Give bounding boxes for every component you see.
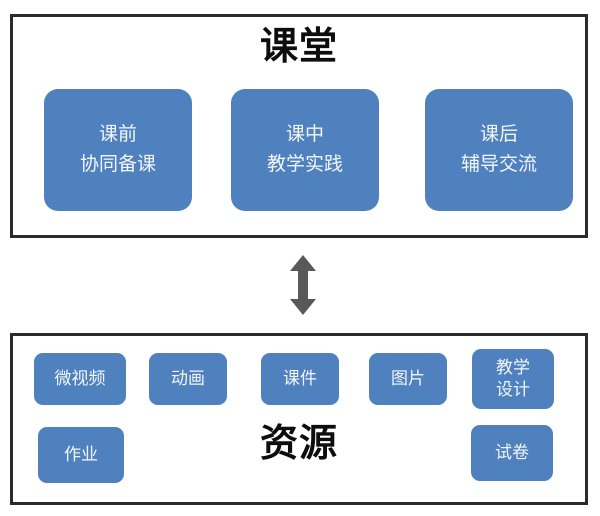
box-courseware[interactable]: 课件 [261,353,339,405]
panel-classroom-title: 课堂 [259,26,338,68]
box-lesson-design[interactable]: 教学 设计 [472,349,554,409]
box-in-class-line-2: 教学实践 [266,154,343,175]
box-in-class[interactable]: 课中 教学实践 [231,89,379,211]
box-pre-class-line-2: 协同备课 [79,154,156,175]
box-courseware-label: 课件 [283,369,317,388]
box-in-class-line-1: 课中 [285,124,324,145]
box-homework[interactable]: 作业 [38,427,124,483]
box-after-class-line-1: 课后 [479,124,518,145]
box-picture[interactable]: 图片 [369,353,447,405]
box-micro-video-label: 微视频 [54,369,106,388]
box-exam-paper-label: 试卷 [495,443,529,462]
box-homework-label: 作业 [64,445,98,464]
box-animation[interactable]: 动画 [149,353,227,405]
box-animation-label: 动画 [171,369,205,388]
box-pre-class-line-1: 课前 [98,124,137,145]
panel-classroom: 课堂 课前 协同备课 课中 教学实践 课后 辅导交流 [10,14,588,238]
box-pre-class[interactable]: 课前 协同备课 [44,89,192,211]
box-after-class-line-2: 辅导交流 [460,154,537,175]
box-picture-label: 图片 [391,369,425,388]
box-micro-video[interactable]: 微视频 [34,353,126,405]
panel-resources-title: 资源 [259,423,338,465]
box-lesson-design-line-2: 设计 [496,380,530,399]
box-exam-paper[interactable]: 试卷 [471,425,553,481]
box-lesson-design-line-1: 教学 [496,358,530,377]
box-after-class[interactable]: 课后 辅导交流 [425,89,573,211]
double-headed-vertical-arrow-icon [288,254,318,316]
